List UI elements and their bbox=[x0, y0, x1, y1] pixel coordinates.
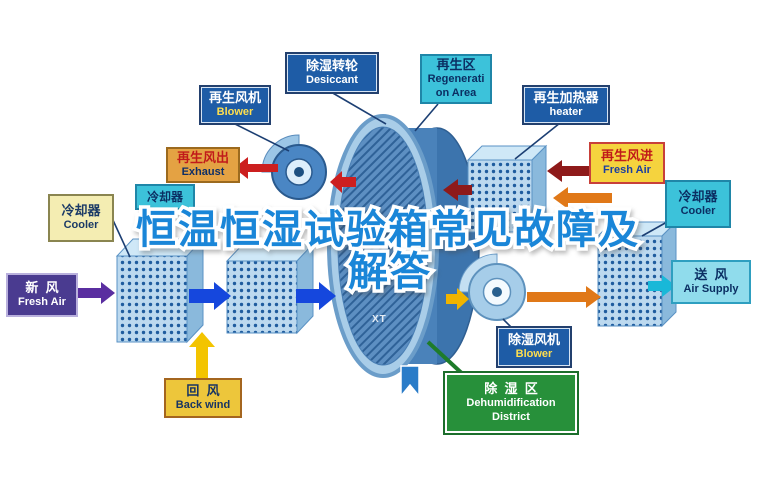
label-air-supply-zh: 送 风 bbox=[694, 267, 728, 282]
label-cooler-right-zh: 冷却器 bbox=[678, 189, 718, 204]
label-dehumid-area: 除 湿 区 Dehumidification District bbox=[445, 373, 577, 433]
label-back-wind: 回 风 Back wind bbox=[164, 378, 242, 418]
label-regen-fresh-air-zh: 再生风进 bbox=[600, 148, 653, 163]
label-dehumid-area-en1: Dehumidification bbox=[466, 397, 556, 410]
label-regeneration-area-en2: on Area bbox=[435, 87, 477, 100]
label-cooler-left: 冷却器 Cooler bbox=[48, 194, 114, 242]
arrow-freshin-to-heater bbox=[553, 187, 612, 209]
arrow-drum-to-fan bbox=[330, 171, 356, 193]
label-air-supply-en: Air Supply bbox=[683, 283, 739, 296]
label-cooler-right-en: Cooler bbox=[680, 205, 716, 218]
label-regen-blower: 再生风机 Blower bbox=[201, 87, 269, 123]
label-exhaust: 再生风出 Exhaust bbox=[166, 147, 240, 183]
label-regen-blower-zh: 再生风机 bbox=[208, 90, 261, 105]
label-cooler-left-zh: 冷却器 bbox=[61, 203, 101, 218]
label-regeneration-area-zh: 再生区 bbox=[436, 57, 476, 73]
label-cooler-right: 冷却器 Cooler bbox=[665, 180, 731, 228]
label-air-supply: 送 风 Air Supply bbox=[671, 260, 751, 304]
label-fresh-air-en: Fresh Air bbox=[18, 296, 66, 309]
flow-arrows bbox=[78, 157, 676, 380]
coil-unit-middle bbox=[225, 242, 315, 335]
label-dehumid-blower: 除湿风机 Blower bbox=[498, 328, 570, 366]
label-connectors bbox=[111, 91, 668, 329]
arrow-coil1-to-coil2 bbox=[189, 282, 231, 310]
arrow-backwind-up bbox=[189, 332, 215, 380]
coil-unit-left bbox=[115, 237, 205, 344]
label-fresh-air: 新 风 Fresh Air bbox=[6, 273, 78, 317]
dehumid-fan-icon bbox=[458, 253, 526, 321]
label-cooler-tag: 冷却器 bbox=[135, 184, 195, 210]
label-regen-fresh-air: 再生风进 Fresh Air bbox=[589, 142, 665, 184]
label-cooler-left-en: Cooler bbox=[63, 219, 99, 232]
label-dehumid-blower-zh: 除湿风机 bbox=[507, 332, 560, 347]
label-desiccant-zh: 除湿转轮 bbox=[305, 58, 358, 73]
label-cooler-tag-zh: 冷却器 bbox=[146, 189, 183, 204]
label-regeneration-area-en1: Regenerati bbox=[427, 73, 485, 86]
regen-fan-icon bbox=[261, 134, 327, 200]
arrow-to-air-supply bbox=[648, 275, 676, 297]
arrow-heater-to-drum bbox=[443, 179, 472, 201]
label-regen-blower-en: Blower bbox=[216, 106, 254, 119]
dehumid-area-connector bbox=[426, 340, 469, 380]
label-fresh-air-zh: 新 风 bbox=[25, 280, 59, 295]
label-regen-heater-en: heater bbox=[549, 106, 583, 119]
supply-unit-right bbox=[596, 220, 678, 328]
regen-heater-unit bbox=[466, 144, 548, 234]
label-dehumid-area-en2: District bbox=[492, 411, 530, 424]
label-desiccant-en: Desiccant bbox=[306, 74, 358, 87]
arrow-fan-to-exhaust bbox=[234, 157, 278, 179]
label-desiccant: 除湿转轮 Desiccant bbox=[287, 54, 377, 92]
label-regen-fresh-air-en: Fresh Air bbox=[603, 164, 651, 177]
label-regen-heater: 再生加热器 heater bbox=[524, 87, 608, 123]
label-regen-heater-zh: 再生加热器 bbox=[533, 90, 599, 105]
label-regeneration-area: 再生区 Regenerati on Area bbox=[420, 54, 492, 104]
arrow-cooler-to-heater bbox=[547, 160, 598, 182]
arrow-freshair-in bbox=[78, 282, 115, 304]
arrow-fan-to-supply-unit bbox=[527, 286, 601, 308]
arrow-drum-to-dehumid-fan bbox=[446, 288, 469, 310]
label-exhaust-zh: 再生风出 bbox=[176, 150, 229, 165]
label-dehumid-blower-en: Blower bbox=[515, 348, 553, 361]
label-dehumid-area-zh: 除 湿 区 bbox=[484, 381, 538, 397]
arrow-coil2-to-drum bbox=[296, 282, 336, 310]
ribbon-icon bbox=[400, 365, 420, 399]
watermark-text: XT bbox=[372, 314, 387, 325]
label-back-wind-zh: 回 风 bbox=[186, 383, 220, 398]
desiccant-wheel-drum bbox=[327, 114, 480, 378]
label-exhaust-en: Exhaust bbox=[181, 166, 225, 179]
label-back-wind-en: Back wind bbox=[175, 399, 231, 412]
